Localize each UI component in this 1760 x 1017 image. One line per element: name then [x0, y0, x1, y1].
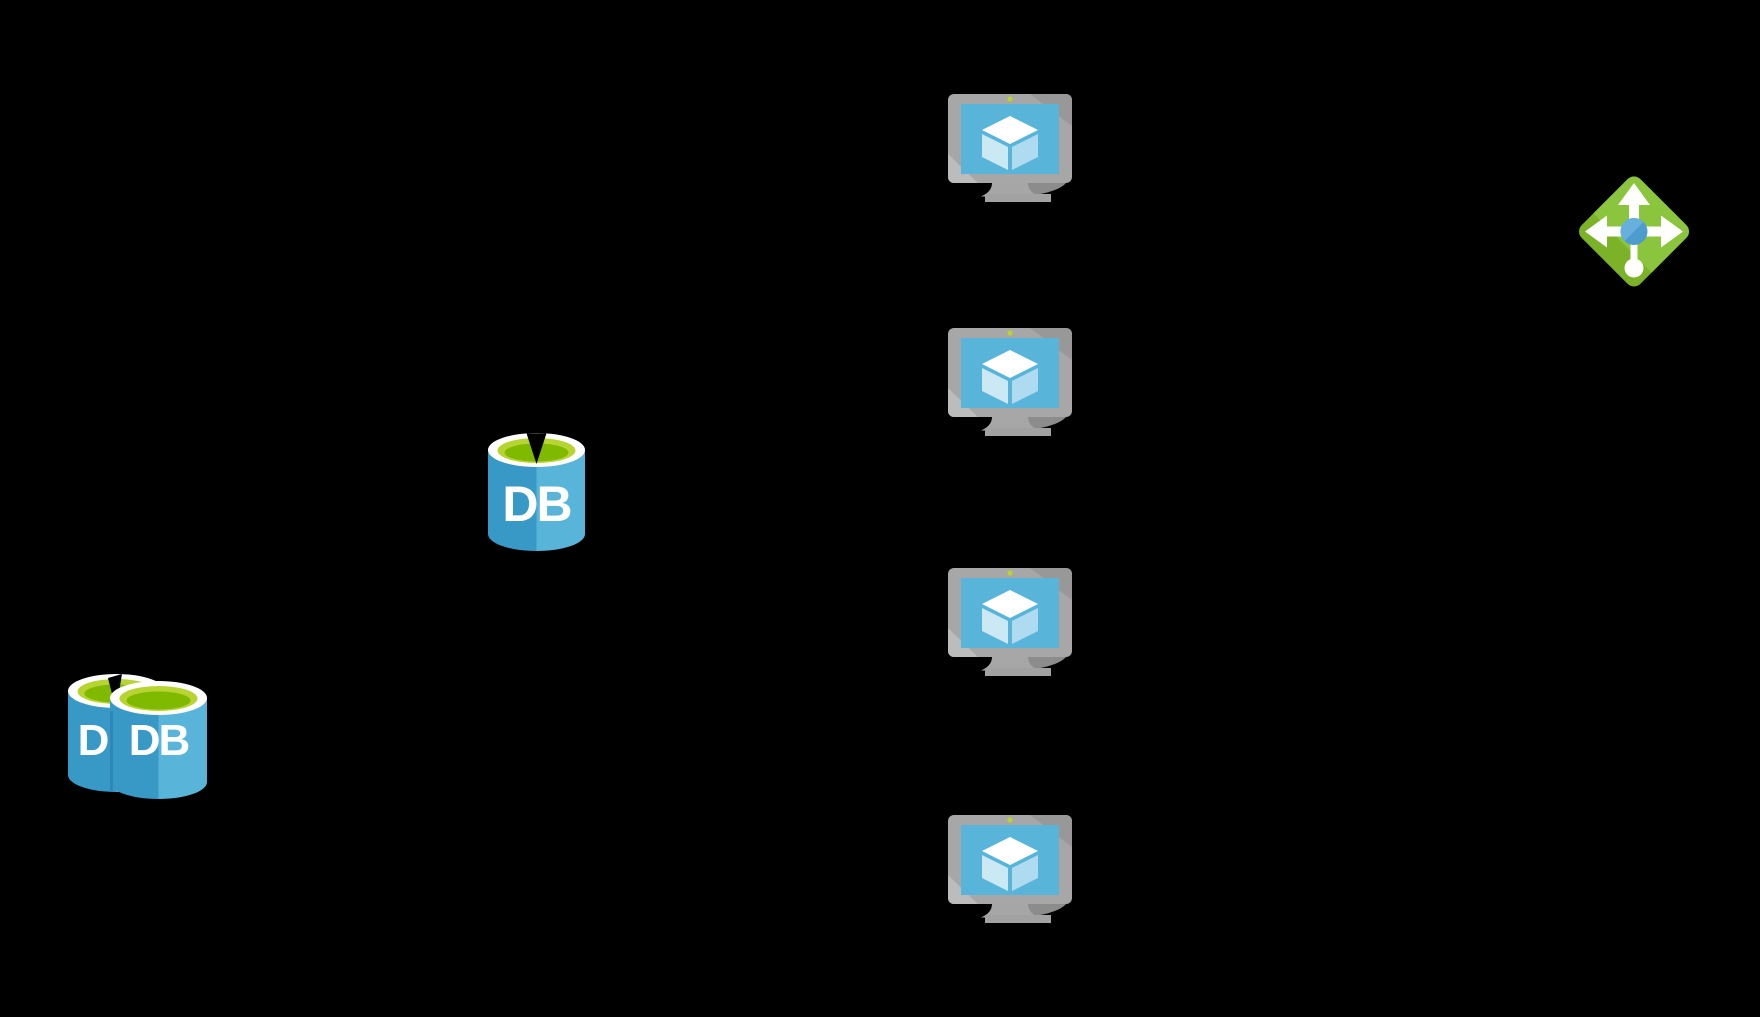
- database-label: DB: [502, 476, 572, 532]
- databases-stack-icon: [68, 674, 207, 799]
- load-balancer-icon: [1572, 172, 1696, 291]
- database-notch: [526, 433, 547, 464]
- vm-monitor-icon-2: [948, 328, 1072, 438]
- vm-monitor-icon-4: [948, 815, 1072, 925]
- database-front-label: DB: [128, 716, 191, 765]
- database-back-label: D: [77, 716, 110, 765]
- database-cylinder-icon: [488, 433, 585, 551]
- vm-monitor-icon-3: [948, 568, 1072, 678]
- vm-monitor-icon-1: [948, 94, 1072, 204]
